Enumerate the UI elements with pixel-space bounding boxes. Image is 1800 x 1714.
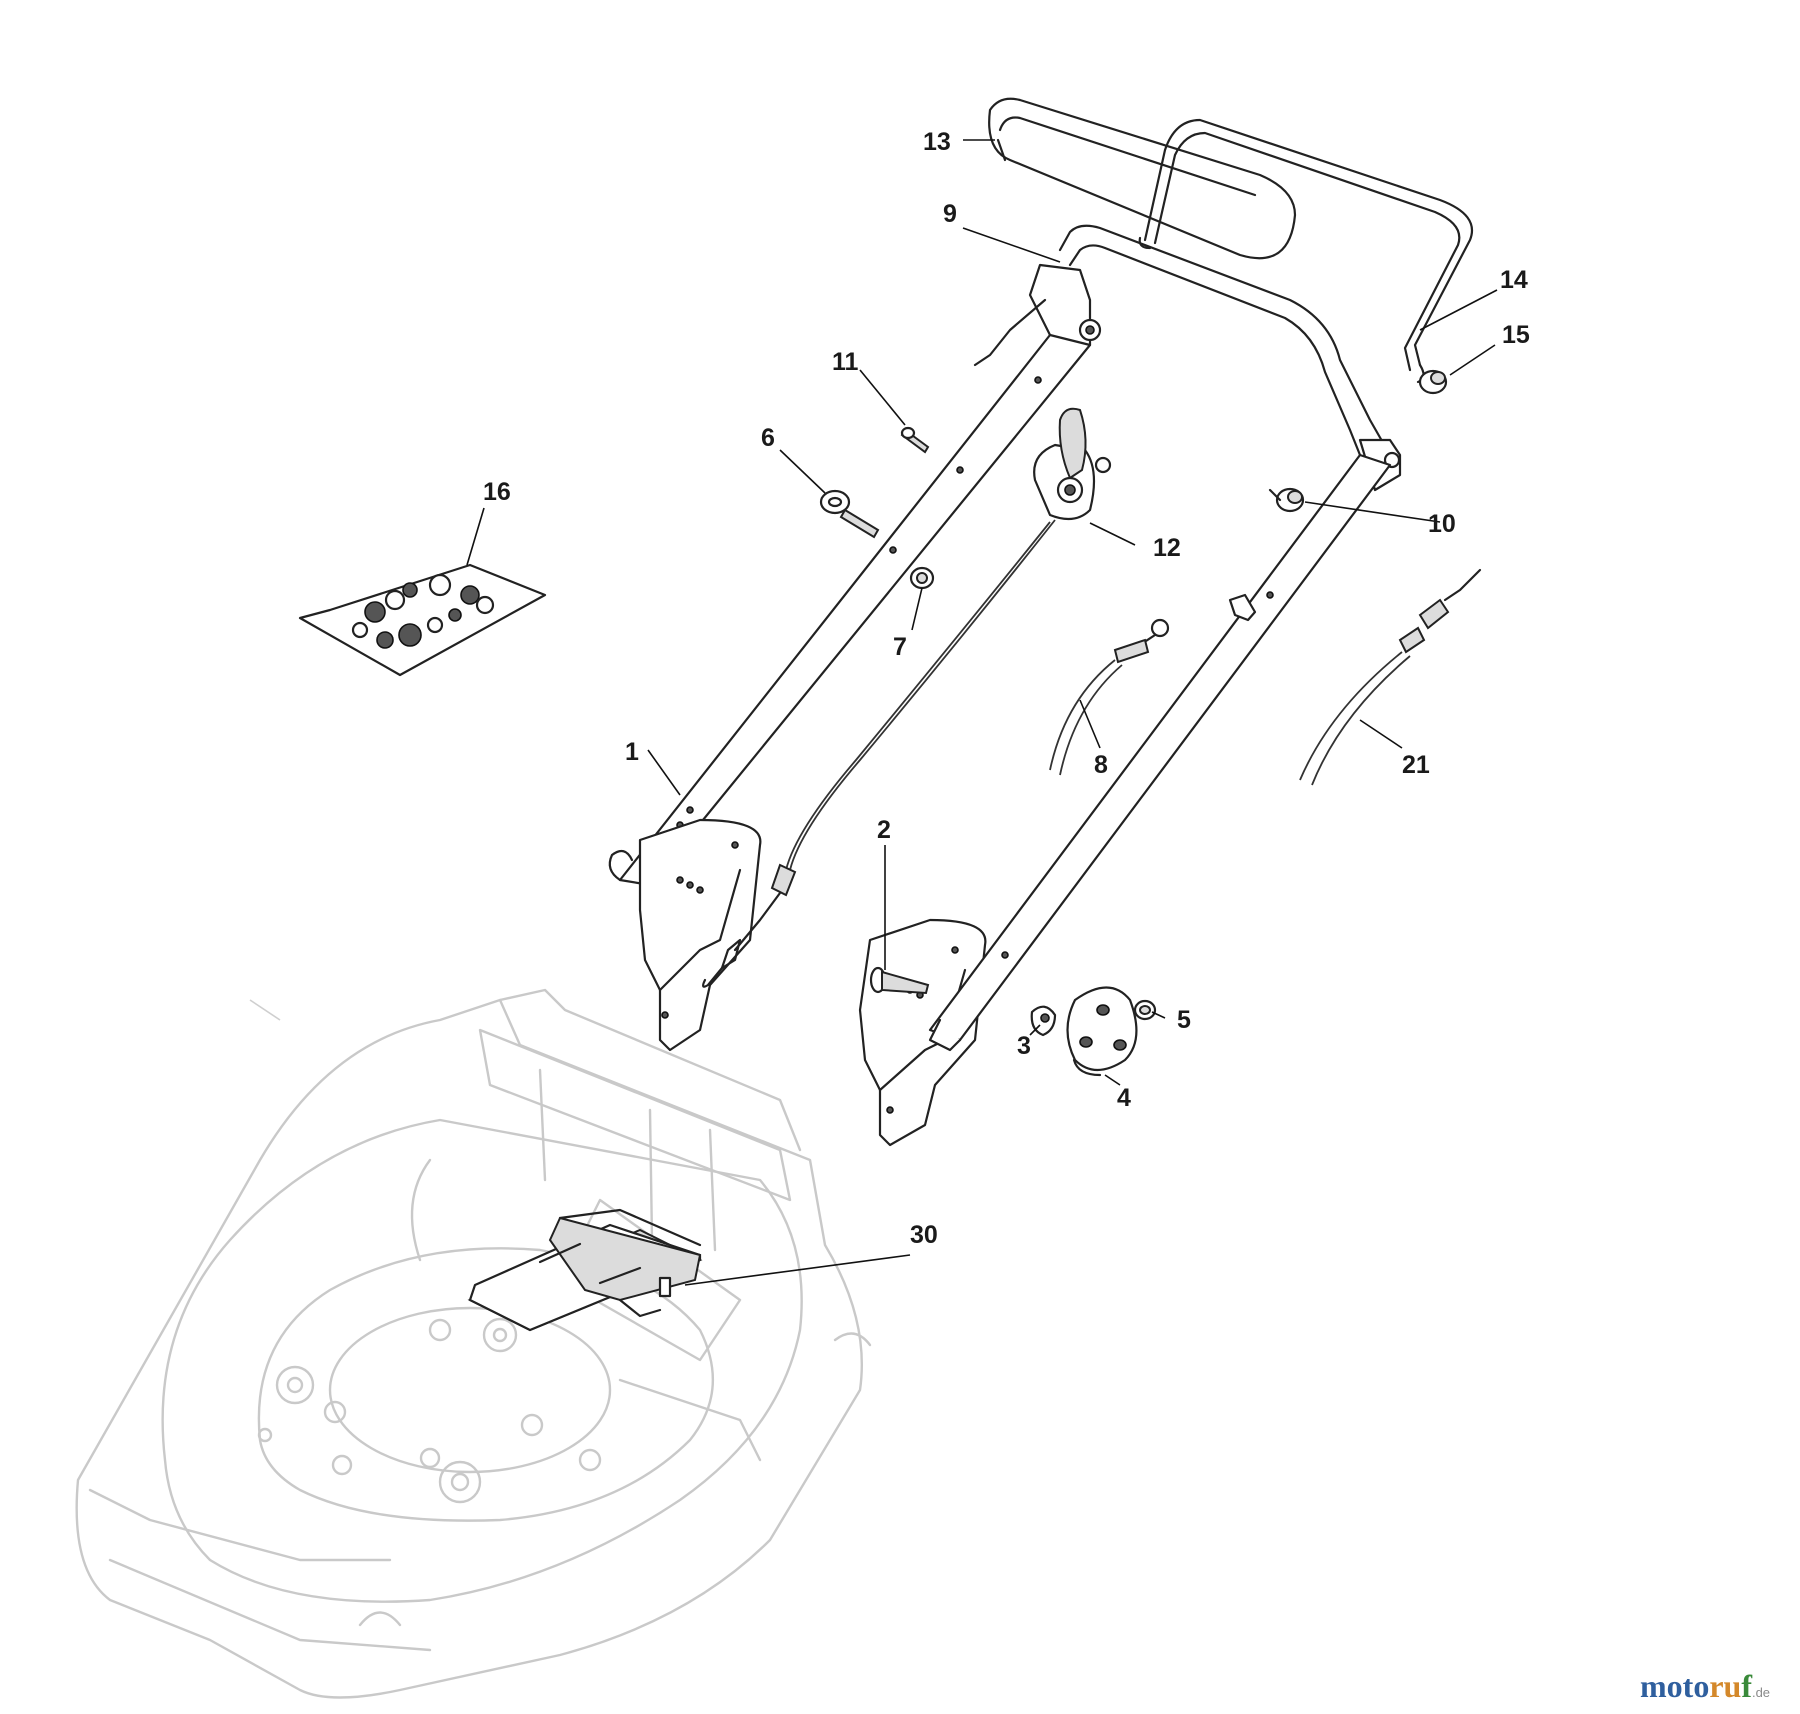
leader-lines <box>466 139 1498 1286</box>
callout-30: 30 <box>910 1221 938 1249</box>
watermark-logo: motoruf.de <box>1640 1668 1770 1704</box>
part-5-nut <box>1133 999 1157 1021</box>
callout-2: 2 <box>877 816 891 844</box>
callout-10: 10 <box>1428 510 1456 538</box>
part-11-screw <box>900 426 930 454</box>
part-21-cable <box>1299 568 1482 786</box>
part-8-cable <box>1049 618 1170 776</box>
part-6-eyebolt <box>819 489 880 539</box>
throttle-cable <box>701 519 1056 988</box>
part-9-upper-handle <box>1058 224 1402 492</box>
callout-6: 6 <box>761 424 775 452</box>
callout-21: 21 <box>1402 751 1430 779</box>
part-13-top-bar <box>988 97 1297 260</box>
part-7-nut <box>909 566 935 590</box>
svg-text:motoruf.de: motoruf.de <box>1640 1668 1770 1704</box>
part-16-hardware-bag <box>298 563 547 677</box>
callout-4: 4 <box>1117 1084 1131 1112</box>
callout-9: 9 <box>943 200 957 228</box>
part-4-star-knob <box>1066 986 1138 1077</box>
watermark-tld: .de <box>1752 1685 1770 1700</box>
callout-3: 3 <box>1017 1032 1031 1060</box>
mower-deck <box>75 988 872 1699</box>
part-12-throttle <box>1033 407 1112 521</box>
callout-11: 11 <box>832 348 859 376</box>
callout-1: 1 <box>625 738 639 766</box>
watermark-mid: ru <box>1709 1668 1741 1704</box>
part-15-knob <box>1418 369 1448 395</box>
right-handle-tube <box>928 453 1392 1052</box>
callout-8: 8 <box>1094 751 1108 779</box>
callout-14: 14 <box>1500 266 1528 294</box>
callout-13: 13 <box>923 128 951 156</box>
watermark-suffix: f <box>1741 1668 1752 1704</box>
part-2-bolt <box>869 966 930 995</box>
callout-5: 5 <box>1177 1006 1191 1034</box>
watermark-prefix: moto <box>1640 1668 1709 1704</box>
callout-labels: 13 9 14 15 11 6 16 10 12 7 8 21 1 2 3 5 … <box>483 128 1530 1249</box>
callout-12: 12 <box>1153 534 1181 562</box>
callout-15: 15 <box>1502 321 1530 349</box>
part-10-knob <box>1268 487 1305 513</box>
callout-16: 16 <box>483 478 511 506</box>
left-bracket <box>638 818 762 1052</box>
callout-7: 7 <box>893 633 907 661</box>
part-30-flap <box>467 1208 703 1332</box>
